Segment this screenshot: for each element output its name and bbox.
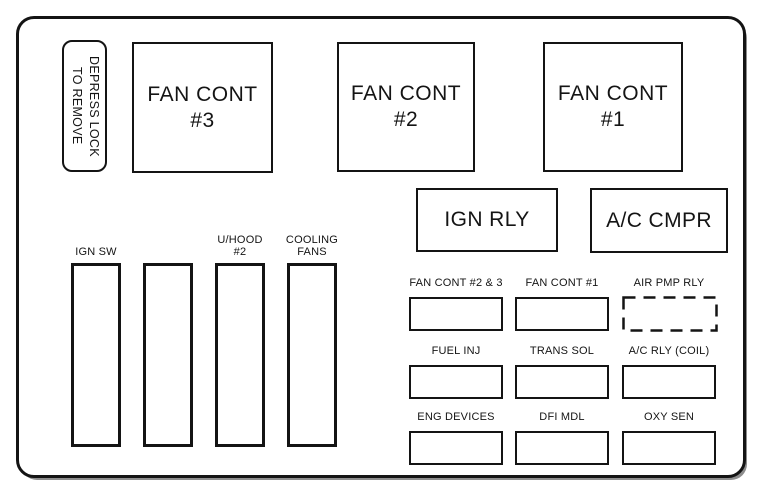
fuse-cell-fuel-inj: FUEL INJ [396,344,516,399]
fuse-slot [409,431,503,465]
fuse-label: FAN CONT #1 [525,277,599,289]
relay-label-line1: FAN CONT [147,82,258,106]
fuse-slot [409,297,503,331]
relay-label-line2: #3 [190,108,215,132]
label-line1: COOLING [285,234,339,246]
fuse-slot [622,365,716,399]
label-line1: U/HOOD [217,234,263,246]
fuse-cell-dfi-mdl: DFI MDL [502,410,622,465]
fuse-label: TRANS SOL [529,345,595,357]
maxi-fuse-cooling-fans [287,263,337,447]
fuse-label: A/C RLY (COIL) [628,345,710,357]
relay-label: A/C CMPR [606,208,712,232]
fuse-cell-oxy-sen: OXY SEN [609,410,729,465]
maxi-fuse-u-hood-2 [215,263,265,447]
fuse-slot-empty-dashed [622,296,718,332]
dashed-outline-icon [622,296,718,332]
fuse-label: ENG DEVICES [417,411,495,423]
fuse-label: FAN CONT #2 & 3 [409,277,503,289]
relay-label-line2: #1 [600,108,626,131]
fuse-slot [515,297,609,331]
label-line2: FANS [297,246,327,258]
relay-fan-cont-1: FAN CONT #1 [543,42,683,172]
label-line2: #2 [233,246,247,258]
relay-fan-cont-3: FAN CONT #3 [132,42,273,173]
depress-lock-tab: DEPRESS LOCK TO REMOVE [62,40,107,172]
relay-ac-cmpr: A/C CMPR [590,188,728,253]
relay-label-line1: FAN CONT [557,82,669,106]
relay-fan-cont-2: FAN CONT #2 [337,42,475,172]
maxi-fuse-label-u-hood-2: U/HOOD #2 [200,234,280,258]
fuse-cell-ac-rly-coil: A/C RLY (COIL) [609,344,729,399]
fuse-label: DFI MDL [539,411,585,423]
fuse-label: FUEL INJ [431,345,481,357]
fuse-label: AIR PMP RLY [633,277,705,289]
fuse-cell-air-pmp-rly: AIR PMP RLY [609,276,729,332]
relay-label: IGN RLY [444,208,530,231]
depress-lock-text-line1: DEPRESS LOCK [87,55,101,157]
relay-ign-rly: IGN RLY [416,188,558,252]
fuse-cell-eng-devices: ENG DEVICES [396,410,516,465]
depress-lock-text-line2: TO REMOVE [70,67,84,145]
relay-label-line1: FAN CONT [350,82,462,106]
fuse-label: OXY SEN [643,411,695,423]
fuse-panel-outline: DEPRESS LOCK TO REMOVE FAN CONT #3 FAN C… [16,16,746,478]
fuse-slot [515,431,609,465]
fuse-cell-fan-cont-1: FAN CONT #1 [502,276,622,331]
fuse-slot [515,365,609,399]
fuse-slot [409,365,503,399]
maxi-fuse-ign-sw [71,263,121,447]
fuse-slot [622,431,716,465]
maxi-fuse-label-ign-sw: IGN SW [75,246,117,258]
maxi-fuse-label-cooling-fans: COOLING FANS [272,234,352,258]
fuse-cell-fan-cont-2-3: FAN CONT #2 & 3 [396,276,516,331]
relay-label-line2: #2 [393,108,419,131]
fuse-cell-trans-sol: TRANS SOL [502,344,622,399]
maxi-fuse-unlabeled [143,263,193,447]
